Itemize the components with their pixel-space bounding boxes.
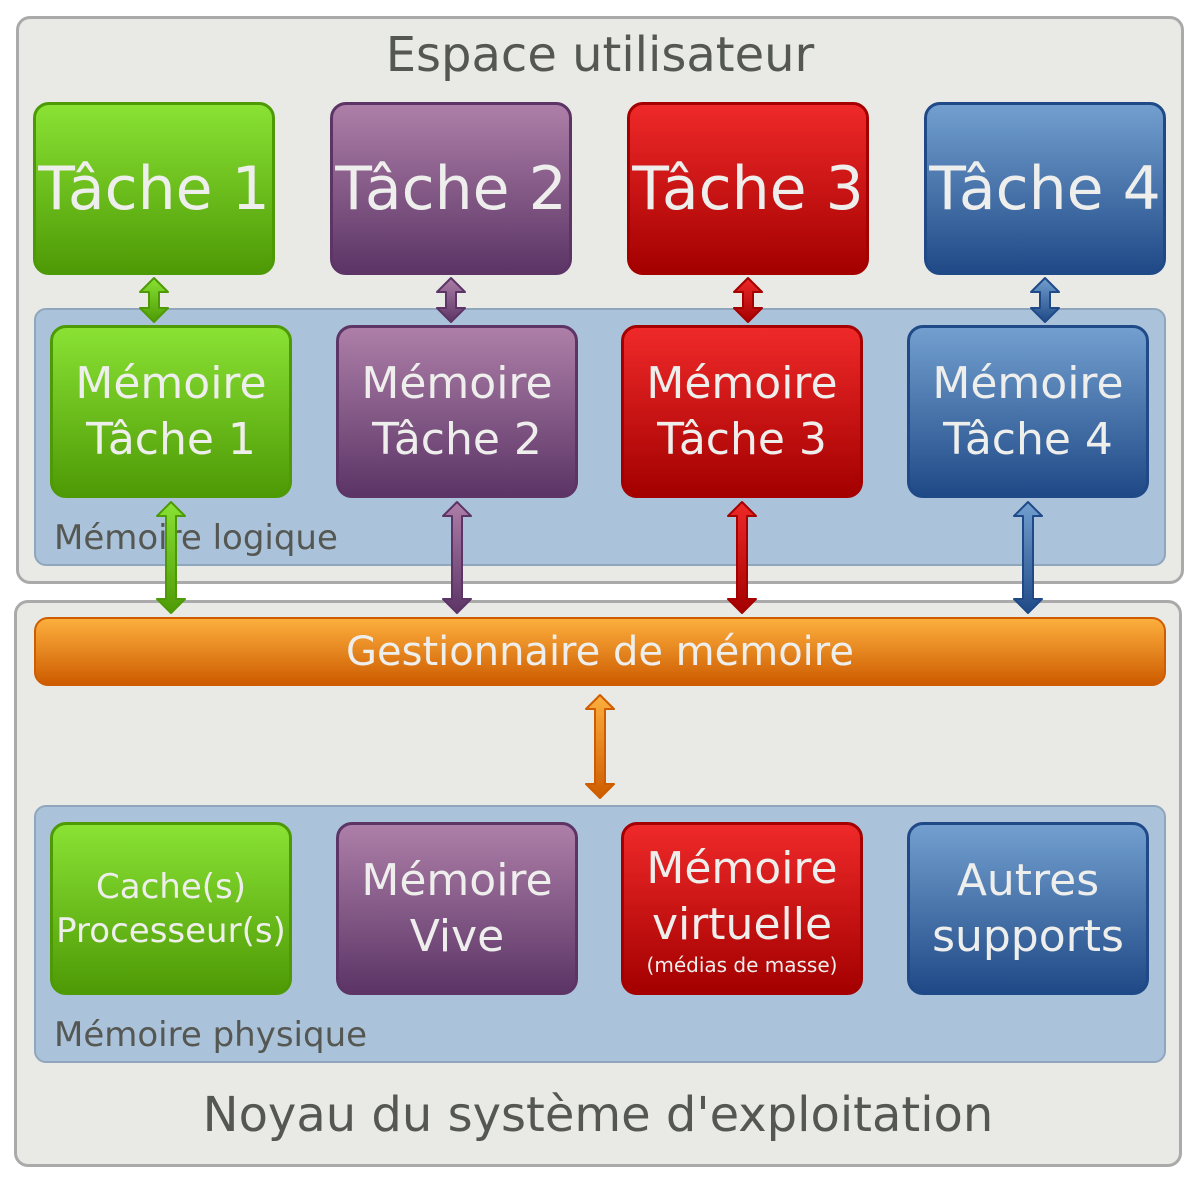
task-1-memory-box: Mémoire Tâche 1 [50,325,292,498]
arrow-task-2-to-memory [436,277,466,323]
task-1-box: Tâche 1 [33,102,275,275]
arrow-task-3-to-memory [733,277,763,323]
ram-box: Mémoire Vive [336,822,578,995]
task-2-memory-box: Mémoire Tâche 2 [336,325,578,498]
virtual-memory-box: Mémoire virtuelle (médias de masse) [621,822,863,995]
other-storage-line1: Autres [956,854,1100,906]
arrow-memory-2-to-manager [442,501,472,614]
virtual-memory-line1: Mémoire [646,842,838,894]
ram-line2: Vive [409,910,505,962]
other-storage-line2: supports [932,910,1124,962]
other-storage-box: Autres supports [907,822,1149,995]
user-space-title: Espace utilisateur [385,27,815,83]
task-1-memory-line2: Tâche 1 [86,413,256,465]
task-2-memory-line2: Tâche 2 [372,413,542,465]
arrow-task-4-to-memory [1030,277,1060,323]
task-4-memory-box: Mémoire Tâche 4 [907,325,1149,498]
kernel-title: Noyau du système d'exploitation [202,1087,994,1143]
memory-manager-label: Gestionnaire de mémoire [346,628,854,675]
virtual-memory-line2: virtuelle [651,898,833,950]
task-2-label: Tâche 2 [335,153,567,224]
cpu-cache-line2: Processeur(s) [56,910,286,951]
arrow-memory-1-to-manager [156,501,186,614]
task-4-memory-line1: Mémoire [932,357,1124,409]
task-2-memory-line1: Mémoire [361,357,553,409]
task-4-label: Tâche 4 [929,153,1161,224]
cpu-cache-line1: Cache(s) [96,866,246,907]
task-3-memory-line2: Tâche 3 [657,413,827,465]
arrow-task-1-to-memory [139,277,169,323]
logical-memory-label: Mémoire logique [54,518,338,558]
cpu-cache-box: Cache(s) Processeur(s) [50,822,292,995]
task-3-memory-box: Mémoire Tâche 3 [621,325,863,498]
task-1-label: Tâche 1 [38,153,270,224]
task-4-box: Tâche 4 [924,102,1166,275]
task-3-box: Tâche 3 [627,102,869,275]
arrow-memory-3-to-manager [727,501,757,614]
task-3-memory-line1: Mémoire [646,357,838,409]
task-3-label: Tâche 3 [632,153,864,224]
memory-manager-bar: Gestionnaire de mémoire [34,617,1166,686]
arrow-manager-to-physical [585,694,615,799]
task-4-memory-line2: Tâche 4 [943,413,1113,465]
virtual-memory-note: (médias de masse) [646,952,838,977]
task-2-box: Tâche 2 [330,102,572,275]
arrow-memory-4-to-manager [1013,501,1043,614]
physical-memory-label: Mémoire physique [54,1015,368,1055]
task-1-memory-line1: Mémoire [75,357,267,409]
ram-line1: Mémoire [361,854,553,906]
